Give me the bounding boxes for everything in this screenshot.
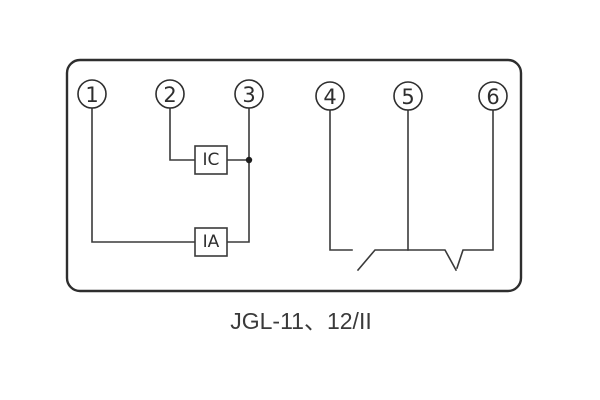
wire-terminal-1-to-ia — [91, 107, 196, 243]
terminal-3: 3 — [234, 79, 264, 109]
terminal-6: 6 — [478, 81, 508, 111]
terminal-3-label: 3 — [242, 83, 255, 107]
terminal-6-label: 6 — [486, 85, 499, 109]
coil-ia-box — [194, 227, 228, 257]
terminal-2: 2 — [155, 79, 185, 109]
relay-housing-frame — [65, 58, 523, 293]
terminal-5-circle — [393, 81, 423, 111]
wire-junction-dot — [245, 156, 253, 164]
terminal-1: 1 — [77, 79, 107, 109]
terminal-4: 4 — [315, 81, 345, 111]
terminal-5: 5 — [393, 81, 423, 111]
wire-terminal-2-to-ic — [169, 107, 196, 161]
terminal-1-label: 1 — [85, 83, 98, 107]
terminal-2-label: 2 — [163, 83, 176, 107]
terminal-2-circle — [155, 79, 185, 109]
terminal-4-label: 4 — [323, 85, 336, 109]
wire-terminal-4-contact — [329, 109, 353, 251]
terminal-5-label: 5 — [401, 85, 414, 109]
terminal-1-circle — [77, 79, 107, 109]
terminal-6-circle — [478, 81, 508, 111]
terminal-3-circle — [234, 79, 264, 109]
coil-ic-label: IC — [203, 150, 220, 170]
coil-ia-label: IA — [203, 232, 220, 252]
terminal-4-circle — [315, 81, 345, 111]
contact-blade — [356, 249, 458, 272]
wire-terminal-3-bus — [226, 107, 250, 243]
model-caption: JGL-11、12/II — [230, 308, 371, 334]
coil-ic-box — [194, 145, 228, 175]
wire-terminal-6-contact — [455, 109, 494, 270]
